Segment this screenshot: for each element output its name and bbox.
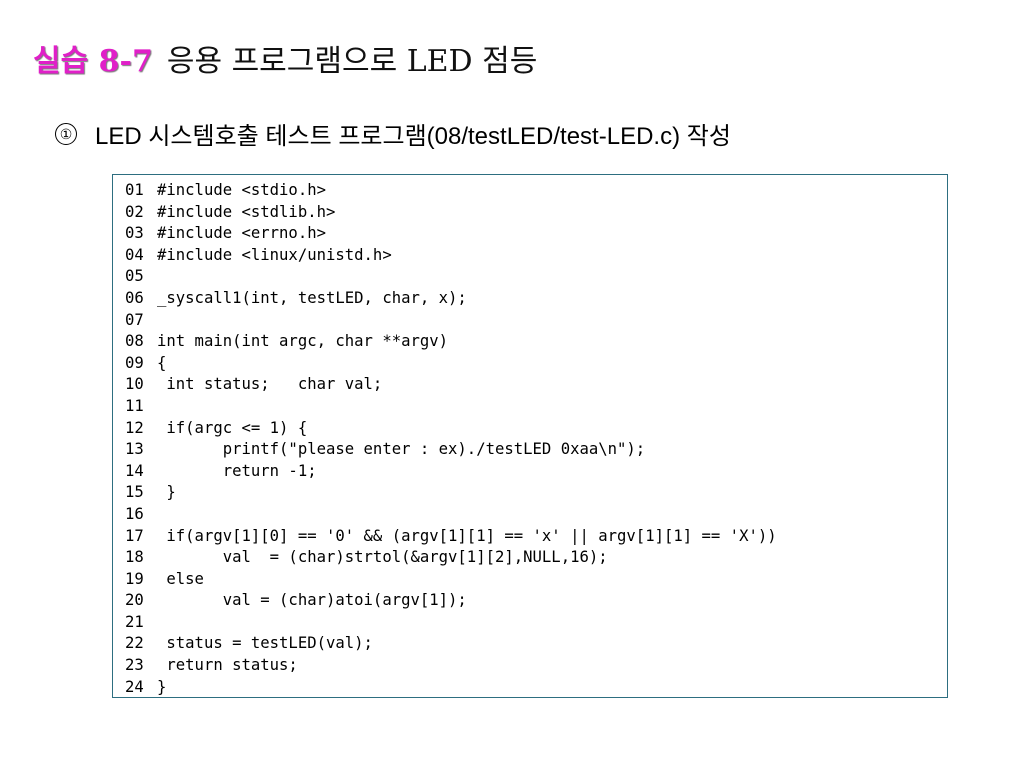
code-text: #include <linux/unistd.h> <box>157 245 392 264</box>
code-line: 16 <box>125 504 947 526</box>
code-line: 15 } <box>125 482 947 504</box>
line-number: 15 <box>125 483 144 502</box>
line-number: 11 <box>125 396 144 415</box>
code-line: 19 else <box>125 569 947 591</box>
line-number: 23 <box>125 656 144 675</box>
line-number: 21 <box>125 612 144 631</box>
line-number: 19 <box>125 569 144 588</box>
code-text: status = testLED(val); <box>157 634 373 653</box>
code-line: 21 <box>125 612 947 634</box>
line-number: 24 <box>125 677 144 696</box>
code-line: 17 if(argv[1][0] == '0' && (argv[1][1] =… <box>125 526 947 548</box>
code-line: 07 <box>125 310 947 332</box>
code-text: printf("please enter : ex)./testLED 0xaa… <box>157 440 646 459</box>
code-text: #include <stdio.h> <box>157 181 326 199</box>
code-text: { <box>157 353 167 372</box>
slide-title: 실습 8-7 응용 프로그램으로 LED 점등 <box>33 36 537 80</box>
code-line: 12 if(argc <= 1) { <box>125 418 947 440</box>
code-line: 04 #include <linux/unistd.h> <box>125 245 947 267</box>
code-text: #include <errno.h> <box>157 224 326 243</box>
bullet-text: LED 시스템호출 테스트 프로그램(08/testLED/test-LED.c… <box>95 123 731 150</box>
code-text: _syscall1(int, testLED, char, x); <box>157 288 467 307</box>
line-number: 07 <box>125 310 144 329</box>
code-text: #include <stdlib.h> <box>157 202 336 221</box>
code-text: } <box>157 483 176 502</box>
code-line: 02 #include <stdlib.h> <box>125 202 947 224</box>
code-line: 10 int status; char val; <box>125 374 947 396</box>
code-text: } <box>157 677 167 696</box>
code-line: 01 #include <stdio.h> <box>125 180 947 202</box>
line-number: 14 <box>125 461 144 480</box>
line-number: 01 <box>125 181 144 199</box>
code-line: 20 val = (char)atoi(argv[1]); <box>125 590 947 612</box>
code-line: 18 val = (char)strtol(&argv[1][2],NULL,1… <box>125 547 947 569</box>
code-line: 08 int main(int argc, char **argv) <box>125 331 947 353</box>
line-number: 18 <box>125 548 144 567</box>
line-number: 05 <box>125 267 144 286</box>
code-line: 05 <box>125 266 947 288</box>
code-listing: 01 #include <stdio.h> 02 #include <stdlib.h… <box>112 174 948 698</box>
line-number: 10 <box>125 375 144 394</box>
code-text: else <box>157 569 204 588</box>
code-text: return status; <box>157 656 298 675</box>
code-line: 09 { <box>125 353 947 375</box>
code-line: 22 status = testLED(val); <box>125 633 947 655</box>
code-line: 23 return status; <box>125 655 947 677</box>
code-line: 11 <box>125 396 947 418</box>
line-number: 20 <box>125 591 144 610</box>
code-line: 03 #include <errno.h> <box>125 223 947 245</box>
line-number: 06 <box>125 288 144 307</box>
code-text: int main(int argc, char **argv) <box>157 332 449 351</box>
line-number: 12 <box>125 418 144 437</box>
line-number: 13 <box>125 440 144 459</box>
line-number: 17 <box>125 526 144 545</box>
code-line: 24} <box>125 677 947 697</box>
line-number: 03 <box>125 224 144 243</box>
line-number: 02 <box>125 202 144 221</box>
code-text: if(argv[1][0] == '0' && (argv[1][1] == '… <box>157 526 777 545</box>
code-text: if(argc <= 1) { <box>157 418 308 437</box>
code-line: 06 _syscall1(int, testLED, char, x); <box>125 288 947 310</box>
code-text: val = (char)strtol(&argv[1][2],NULL,16); <box>157 548 608 567</box>
line-number: 04 <box>125 245 144 264</box>
circled-number-icon: ① <box>55 122 77 145</box>
bullet-item: ① LED 시스템호출 테스트 프로그램(08/testLED/test-LED… <box>55 116 731 151</box>
code-text: int status; char val; <box>157 375 383 394</box>
code-line: 13 printf("please enter : ex)./testLED 0… <box>125 439 947 461</box>
line-number: 16 <box>125 504 144 523</box>
slide-title-text: 응용 프로그램으로 LED 점등 <box>166 44 538 79</box>
line-number: 09 <box>125 353 144 372</box>
line-number: 22 <box>125 634 144 653</box>
code-text: val = (char)atoi(argv[1]); <box>157 591 467 610</box>
code-line: 14 return -1; <box>125 461 947 483</box>
exercise-label: 실습 8-7 <box>33 44 153 79</box>
code-text: return -1; <box>157 461 317 480</box>
line-number: 08 <box>125 332 144 351</box>
